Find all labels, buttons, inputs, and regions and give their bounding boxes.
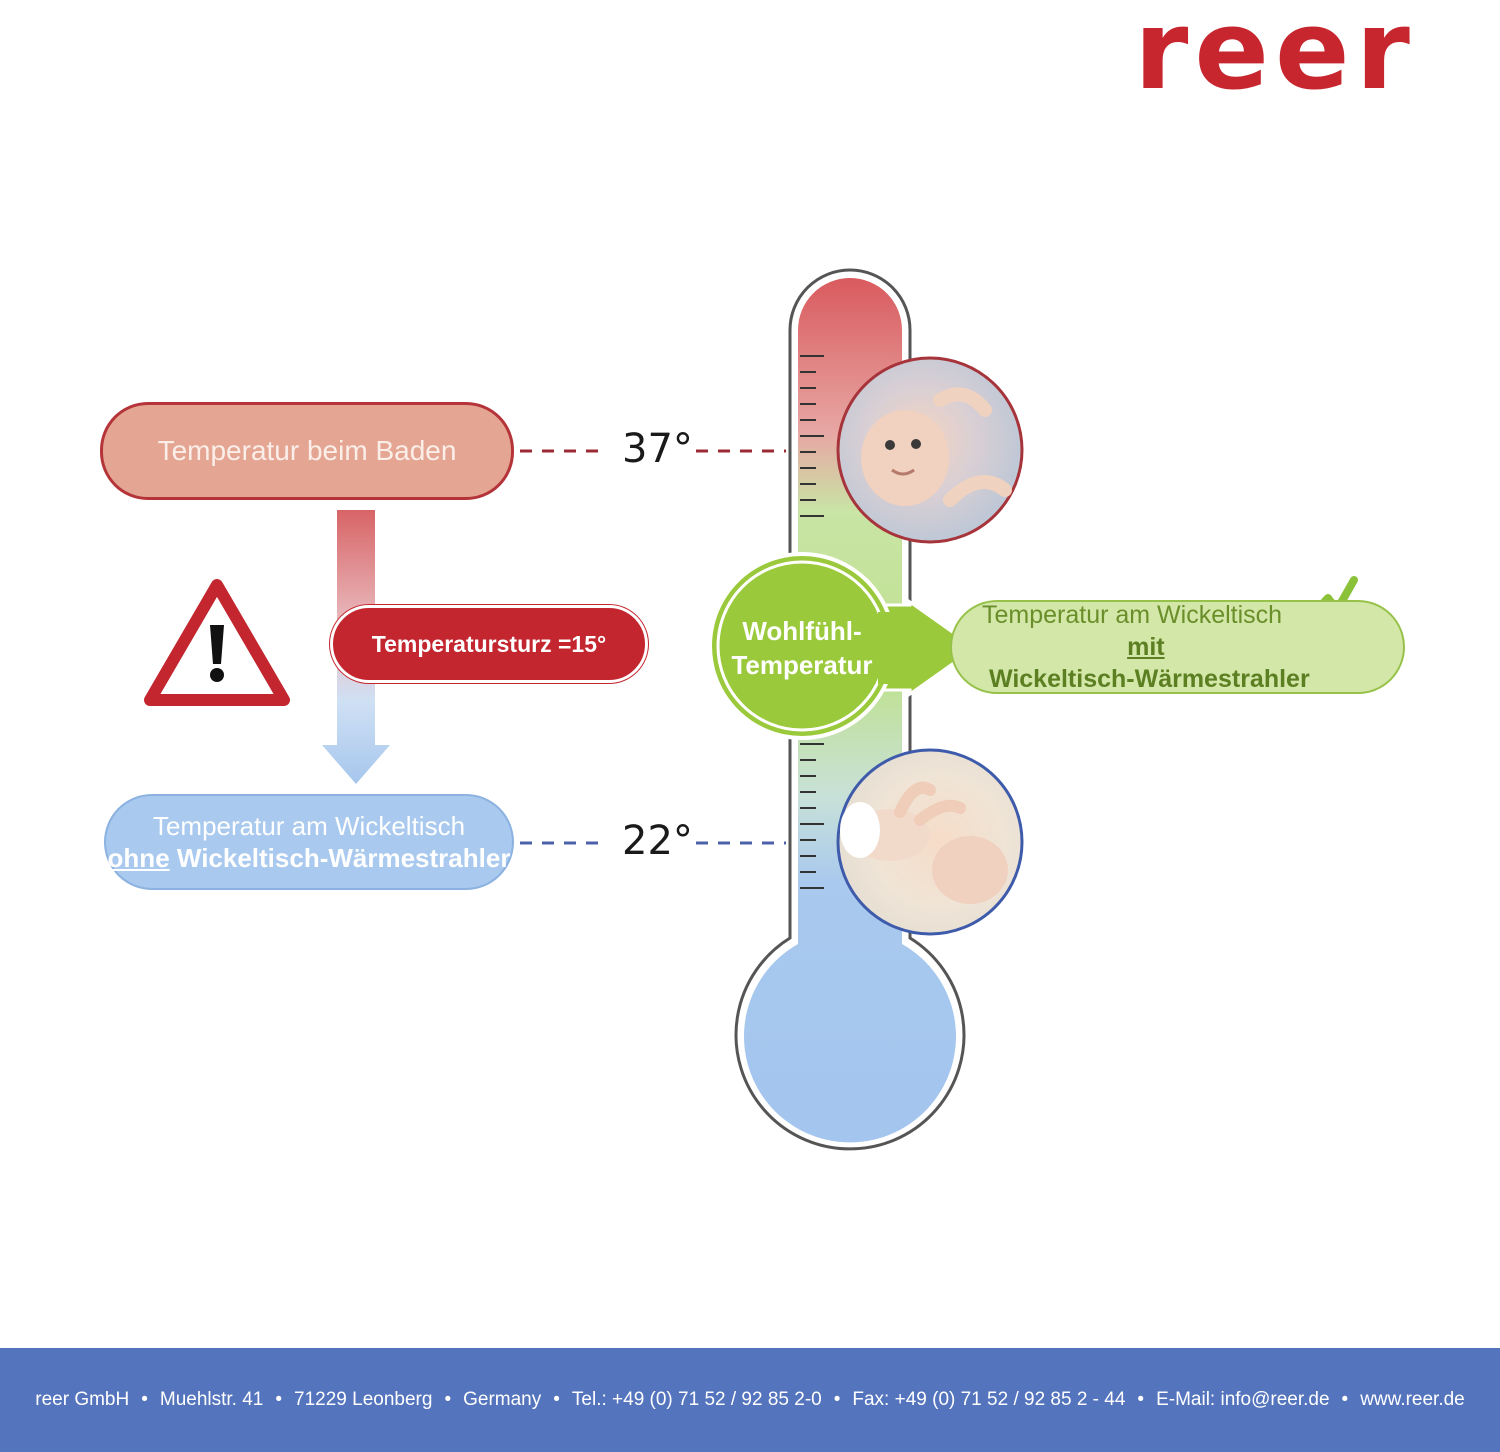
footer-country: Germany (463, 1389, 542, 1410)
warning-icon (144, 579, 290, 706)
with-warmer-emphasis: mit (1127, 633, 1165, 661)
changing-baby-photo (836, 748, 1024, 936)
comfort-marker (708, 552, 978, 740)
with-warmer-line-1: Temperatur am Wickeltisch (982, 601, 1283, 629)
bath-temperature-box: Temperatur beim Baden (100, 402, 514, 500)
comfort-line-2: Temperatur (731, 650, 872, 680)
no-warmer-box: Temperatur am Wickeltisch ohne Wickeltis… (104, 794, 514, 890)
with-warmer-box: Temperatur am Wickeltisch mit Wickeltisc… (950, 600, 1405, 694)
temperature-drop-box: Temperatursturz =15° (330, 605, 648, 683)
bath-temperature-label: Temperatur beim Baden (157, 435, 457, 466)
comfort-line-1: Wohlfühl- (742, 616, 861, 646)
footer-tel: Tel.: +49 (0) 71 52 / 92 85 2-0 (571, 1389, 822, 1410)
temperature-drop-label: Temperatursturz =15° (371, 630, 607, 657)
no-warmer-line-1: Temperatur am Wickeltisch (152, 811, 466, 841)
footer-street: Muehlstr. 41 (159, 1389, 264, 1410)
footer-email[interactable]: E-Mail: info@reer.de (1156, 1389, 1330, 1410)
no-warmer-line-2: ohne Wickeltisch-Wärmestrahler (108, 842, 511, 874)
mark-22-degrees: 22° (622, 818, 693, 864)
bath-baby-photo (836, 356, 1024, 544)
thermometer-scale (800, 355, 824, 889)
no-warmer-emphasis: ohne (107, 843, 170, 873)
with-warmer-line-2: mit Wickeltisch-Wärmestrahler (982, 631, 1310, 695)
no-warmer-rest: Wickeltisch-Wärmestrahler (169, 843, 511, 873)
footer-website[interactable]: www.reer.de (1360, 1389, 1465, 1410)
reer-logo: reer (1134, 0, 1416, 114)
footer-company: reer GmbH (35, 1389, 130, 1410)
with-warmer-rest: Wickeltisch-Wärmestrahler (982, 665, 1310, 693)
mark-37-degrees: 37° (622, 426, 693, 472)
diagram-graphics: + Wohlfühl- Temperatur (144, 268, 1399, 1151)
footer-contact-bar: reer GmbH• Muehlstr. 41• 71229 Leonberg•… (0, 1348, 1500, 1452)
footer-city: 71229 Leonberg (294, 1389, 433, 1410)
footer-fax: Fax: +49 (0) 71 52 / 92 85 2 - 44 (852, 1389, 1126, 1410)
